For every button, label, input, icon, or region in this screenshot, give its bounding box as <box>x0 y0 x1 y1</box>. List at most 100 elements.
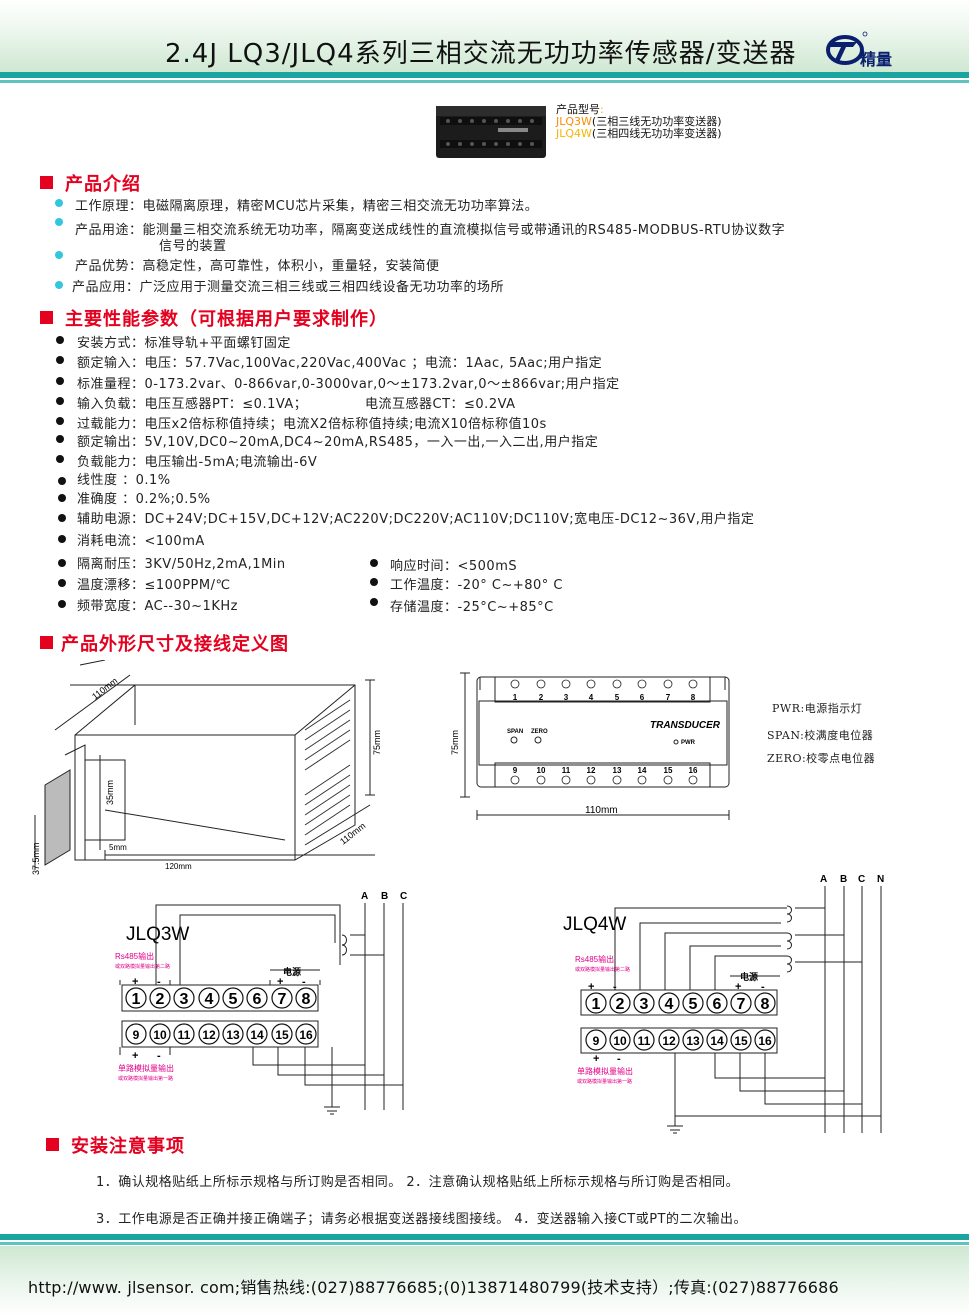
spec-line: 过载能力：电压x2倍标称值持续；电流X2倍标称值持续;电流X10倍标称值10s <box>77 417 547 432</box>
phase-label: C <box>400 891 407 902</box>
terminal-number: 5 <box>229 991 238 1008</box>
phase-label: A <box>361 891 368 902</box>
bullet-icon <box>55 281 63 289</box>
terminal-number: 2 <box>539 693 544 702</box>
terminal-number: 16 <box>689 766 698 775</box>
spec-line: 安装方式：标准导轨+平面螺钉固定 <box>77 336 291 351</box>
terminal-number: 15 <box>275 1028 289 1042</box>
terminal-number: 16 <box>299 1028 313 1042</box>
zero-potentiometer-icon <box>534 736 542 744</box>
plus-label: + <box>588 981 594 993</box>
bullet-icon <box>58 477 66 485</box>
span-label: SPAN <box>507 729 523 735</box>
terminal-number: 8 <box>302 991 311 1008</box>
terminal-number: 9 <box>133 1028 140 1042</box>
heading-text: 产品介绍 <box>65 174 141 195</box>
terminal-number: 11 <box>178 1028 191 1042</box>
terminal-number: 6 <box>253 991 262 1008</box>
heading-square-icon <box>40 311 53 324</box>
wiring-title: JLQ4W <box>563 914 626 935</box>
note-line: 1．确认规格贴纸上所标示规格与所订购是否相同。 2．注意确认规格贴纸上所标示规格… <box>96 1175 740 1190</box>
intro-line: 产品应用：广泛应用于测量交流三相三线或三相四线设备无功功率的场所 <box>72 280 505 295</box>
bullet-icon <box>370 598 378 606</box>
spec-line: 标准量程：0-173.2var、0-866var,0-3000var,0～±17… <box>77 377 620 392</box>
terminal-number: 1 <box>132 991 141 1008</box>
terminal-number: 5 <box>689 996 698 1013</box>
bullet-icon <box>58 579 66 587</box>
minus-label: - <box>761 981 765 993</box>
power-label: 电源 <box>283 966 301 977</box>
spec-line: 工作温度：-20° C~+80° C <box>390 578 563 593</box>
bullet-icon <box>370 578 378 586</box>
dim-label: 110mm <box>338 821 367 847</box>
heading-text: 产品外形尺寸及接线定义图 <box>61 634 289 655</box>
phase-label: B <box>840 874 847 885</box>
spec-line: 电流互感器CT：≤0.2VA <box>365 397 516 412</box>
terminal-number: 12 <box>662 1034 676 1048</box>
spec-line: 温度漂移：≤100PPM/℃ <box>77 578 231 593</box>
analog-sub-label: 或双路模拟量输出第一路 <box>118 1075 173 1082</box>
phase-label: A <box>820 874 827 885</box>
rs485-sub-label: 或双路模拟量输出第二路 <box>115 963 170 970</box>
wiring-diagram-jlq3w: JLQ3W Rs485输出 或双路模拟量输出第二路 电源 + - + - + -… <box>115 891 407 1115</box>
spec-line: 存储温度：-25°C~+85°C <box>390 600 554 615</box>
terminal-number: 15 <box>734 1034 748 1048</box>
front-view-drawing: 1 2 3 4 5 6 7 8 9 10 11 12 13 14 15 16 S… <box>450 672 730 820</box>
terminal-number: 15 <box>664 766 673 775</box>
terminal-number: 11 <box>562 766 571 775</box>
terminal-number: 7 <box>278 991 287 1008</box>
terminal-number: 13 <box>613 766 622 775</box>
analog-label: 单路模拟量输出 <box>577 1066 633 1076</box>
plus-label: + <box>277 976 283 988</box>
bullet-icon <box>58 600 66 608</box>
product-model-label: 产品型号: JLQ3W(三相三线无功功率变送器) JLQ4W(三相四线无功功率变… <box>556 103 722 140</box>
wiring-title: JLQ3W <box>126 924 189 945</box>
intro-line: 产品优势：高稳定性，高可靠性，体积小，重量轻，安装简便 <box>75 259 440 274</box>
terminal-row-top: 1 2 3 4 5 6 7 8 <box>510 679 698 702</box>
terminal-number: 12 <box>587 766 596 775</box>
terminal-number: 16 <box>758 1034 772 1048</box>
zero-label: ZERO <box>531 729 548 735</box>
terminal-number: 3 <box>564 693 569 702</box>
minus-label: - <box>157 976 161 988</box>
terminal-number: 11 <box>638 1034 651 1048</box>
terminal-row-bottom: 9 10 11 12 13 14 15 16 <box>510 766 698 785</box>
terminal-number: 8 <box>691 693 696 702</box>
terminal-number: 1 <box>513 693 518 702</box>
phase-label: C <box>858 874 865 885</box>
bullet-icon <box>58 535 66 543</box>
dim-label: 5mm <box>109 843 127 852</box>
terminal-number: 14 <box>638 766 647 775</box>
terminal-number: 7 <box>666 693 671 702</box>
header-band <box>0 0 969 72</box>
terminal-number: 10 <box>613 1034 627 1048</box>
section-heading-dimensions: 产品外形尺寸及接线定义图 <box>40 630 289 656</box>
footer-divider <box>0 1234 969 1240</box>
terminal-number: 7 <box>737 996 746 1013</box>
spec-line: 输入负载：电压互感器PT：≤0.1VA； <box>77 397 308 412</box>
heading-text: 安装注意事项 <box>71 1136 185 1157</box>
bullet-icon <box>370 559 378 567</box>
span-potentiometer-icon <box>510 736 518 744</box>
terminal-number: 5 <box>615 693 620 702</box>
brand-label: TRANSDUCER <box>650 720 721 731</box>
intro-line: 产品用途：能测量三相交流系统无功功率，隔离变送成线性的直流模拟信号或带通讯的RS… <box>75 223 786 238</box>
spec-line: 频带宽度：AC--30~1KHz <box>77 599 238 614</box>
plus-label: + <box>132 1050 138 1062</box>
heading-square-icon <box>40 636 53 649</box>
spec-line: 辅助电源：DC+24V;DC+15V,DC+12V;AC220V;DC220V;… <box>77 512 755 527</box>
rs485-label: Rs485输出 <box>115 951 154 961</box>
model-desc: (三相三线无功功率变送器) <box>591 115 722 128</box>
model-code: JLQ3W <box>556 115 592 128</box>
model-desc: (三相四线无功功率变送器) <box>591 127 722 140</box>
model-prefix: 产品型号 <box>556 103 600 116</box>
rs485-label: Rs485输出 <box>575 954 614 964</box>
intro-line: 信号的装置 <box>159 239 227 254</box>
bullet-icon <box>56 356 64 364</box>
minus-label: - <box>157 1050 161 1062</box>
terminal-number: 1 <box>592 996 601 1013</box>
pwr-label: PWR <box>681 740 696 746</box>
dim-label: 75mm <box>372 730 382 755</box>
section-heading-notes: 安装注意事项 <box>46 1132 185 1158</box>
model-code: JLQ4W <box>556 127 592 140</box>
